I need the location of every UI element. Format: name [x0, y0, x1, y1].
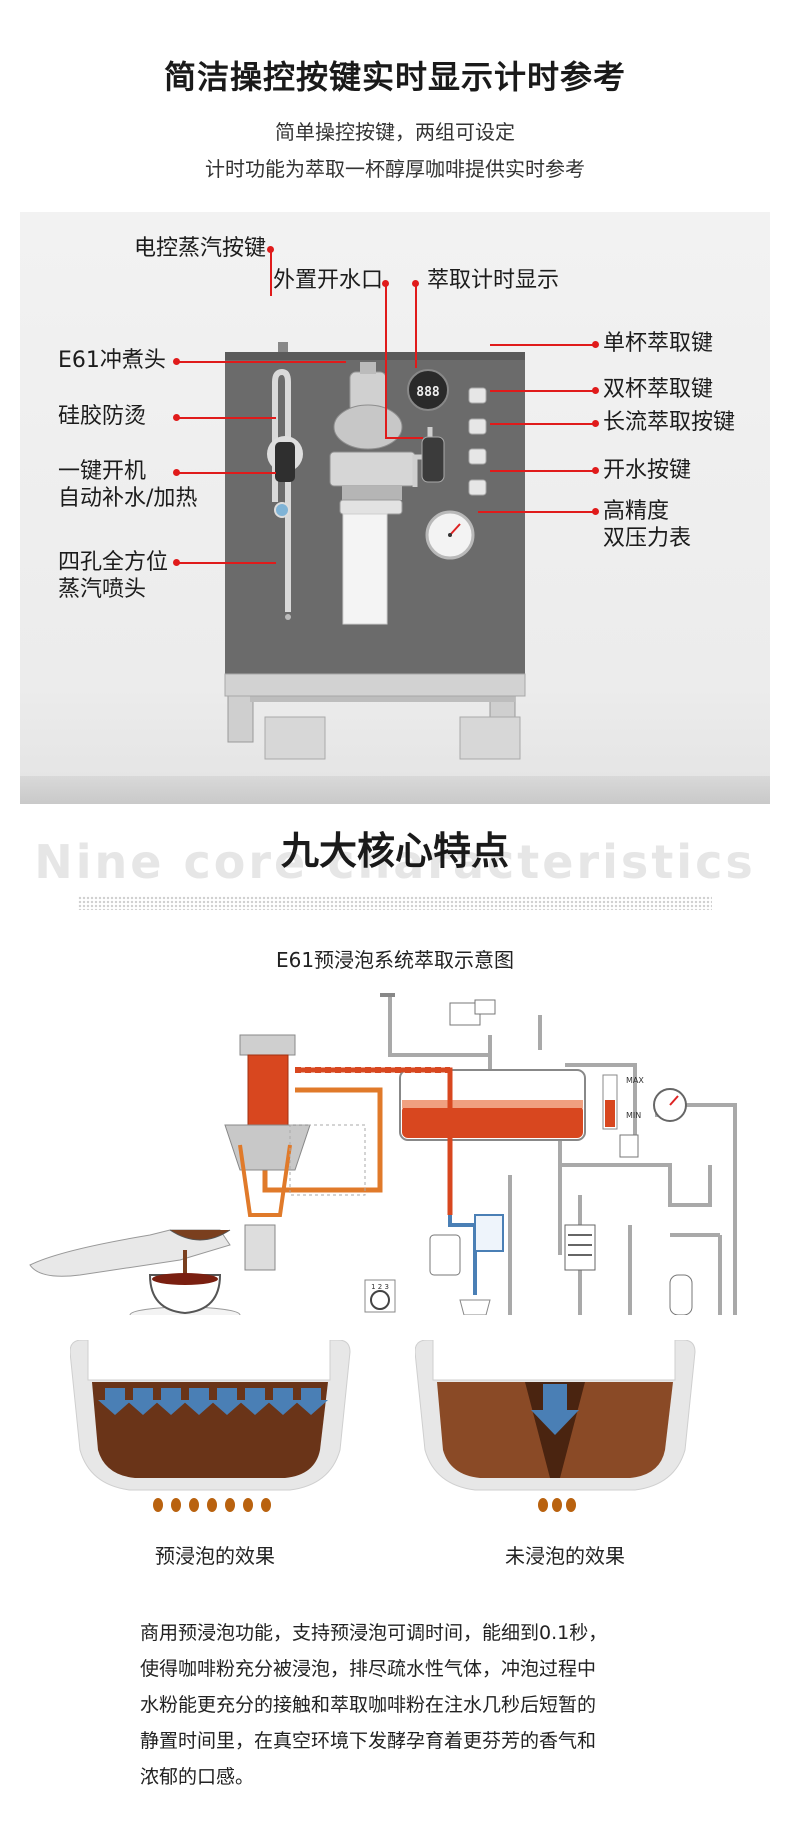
subtitle-line-1: 简单操控按键，两组可设定: [275, 120, 515, 144]
callout-hot-water-outlet: 外置开水口: [273, 268, 384, 293]
callout-line: [176, 417, 276, 419]
callout-hot-water-button: 开水按键: [603, 458, 692, 483]
callout-e61-head: E61冲煮头: [58, 348, 166, 373]
section-title: 九大核心特点: [280, 829, 509, 873]
preinfusion-effect-illustration: [70, 1340, 351, 1512]
callout-timer-display: 萃取计时显示: [427, 268, 560, 293]
callout-dot: [592, 467, 599, 474]
callout-one-key-line2: 自动补水/加热: [58, 486, 198, 511]
callout-line: [490, 344, 594, 346]
description-line-2: 使得咖啡粉充分被浸泡，排尽疏水性气体，冲泡过程中: [140, 1658, 597, 1680]
dial-numbers: 1 2 3: [371, 1283, 389, 1291]
callout-double-cup: 双杯萃取键: [603, 377, 714, 402]
caption-preinfused: 预浸泡的效果: [155, 1544, 275, 1568]
callout-gauge-line2: 双压力表: [603, 526, 692, 551]
callout-steam-button: 电控蒸汽按键: [134, 236, 267, 261]
subtitle-line-2: 计时功能为萃取一杯醇厚咖啡提供实时参考: [205, 157, 585, 181]
floor-strip: [20, 776, 770, 804]
callout-dot: [382, 280, 389, 287]
min-label: MIN: [626, 1111, 641, 1120]
callout-line: [385, 437, 423, 439]
callout-line: [490, 423, 594, 425]
description-line-1: 商用预浸泡功能，支持预浸泡可调时间，能细到0.1秒，: [140, 1622, 608, 1644]
caption-not-preinfused: 未浸泡的效果: [505, 1544, 625, 1568]
callout-line: [176, 472, 276, 474]
callout-one-key-line1: 一键开机: [58, 459, 147, 484]
callout-gauge-line1: 高精度: [603, 499, 670, 524]
no-preinfusion-effect-illustration: [415, 1340, 696, 1512]
callout-line: [385, 284, 387, 439]
callout-line: [415, 284, 417, 368]
timer-display-digits: 888: [416, 385, 440, 400]
section-ghost-title: Nine core characteristics: [34, 835, 756, 889]
callout-dot: [592, 387, 599, 394]
callout-line: [478, 511, 594, 513]
description-line-3: 水粉能更充分的接触和萃取咖啡粉在注水几秒后短暂的: [140, 1694, 597, 1716]
callout-line: [490, 390, 594, 392]
callout-steam-wand-line2: 蒸汽喷头: [58, 577, 147, 602]
callout-line: [176, 361, 346, 363]
callout-silicone-guard: 硅胶防烫: [58, 404, 147, 429]
callout-line: [490, 470, 594, 472]
callout-dot: [412, 280, 419, 287]
callout-dot: [267, 246, 274, 253]
callout-line: [176, 562, 276, 564]
callout-line: [270, 250, 272, 296]
diagram-title: E61预浸泡系统萃取示意图: [275, 948, 515, 972]
callout-steam-wand-line1: 四孔全方位: [58, 550, 169, 575]
preinfusion-system-diagram: MAX MIN 1 2 3: [29, 993, 737, 1315]
callout-dot: [592, 508, 599, 515]
dotted-divider: [78, 896, 712, 910]
description-line-4: 静置时间里，在真空环境下发酵孕育着更芬芳的香气和: [140, 1730, 597, 1752]
espresso-machine-illustration: 888: [224, 342, 526, 760]
callout-long-flow: 长流萃取按键: [603, 410, 736, 435]
callout-single-cup: 单杯萃取键: [603, 331, 714, 356]
callout-dot: [592, 341, 599, 348]
description-line-5: 浓郁的口感。: [140, 1766, 255, 1788]
max-label: MAX: [626, 1076, 644, 1085]
page-title: 简洁操控按键实时显示计时参考: [163, 58, 626, 96]
callout-dot: [592, 420, 599, 427]
